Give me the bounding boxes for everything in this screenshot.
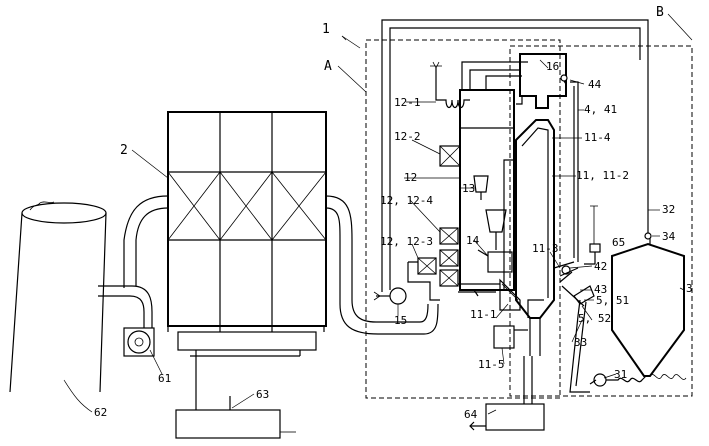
valve-42-43: [553, 261, 595, 307]
label-33: 33: [574, 336, 587, 349]
top-duct: [461, 61, 528, 90]
label-3: 3: [686, 282, 693, 295]
fan-61: [123, 327, 155, 357]
label-12-1: 12-1: [394, 96, 421, 109]
flue-to-chimney: [98, 285, 153, 330]
baghouse-2: [167, 111, 327, 410]
label-13: 13: [462, 182, 475, 195]
duct-left: [123, 195, 169, 288]
valve-44: [560, 74, 568, 82]
label-B: B: [656, 5, 664, 20]
label-43: 43: [594, 283, 607, 296]
label-11-3: 11-3: [532, 242, 559, 255]
label-15: 15: [394, 314, 407, 327]
label-12-3: 12, 12-3: [380, 235, 433, 248]
ash-tank-63: [175, 396, 296, 439]
boundary-B: [509, 45, 693, 397]
label-64: 64: [464, 408, 478, 421]
duct-right: [325, 195, 424, 335]
ash-tank-64: [469, 356, 545, 431]
unit-16: [516, 53, 567, 109]
label-12-4: 12, 12-4: [380, 194, 433, 207]
label-16: 16: [546, 60, 559, 73]
label-12-2: 12-2: [394, 130, 421, 143]
boundary-A: [365, 39, 561, 399]
label-12: 12: [404, 171, 417, 184]
label-14: 14: [466, 234, 480, 247]
label-65: 65: [612, 236, 625, 249]
line-33: [569, 299, 590, 393]
label-42: 42: [594, 260, 607, 273]
label-62: 62: [94, 406, 107, 419]
label-31: 31: [614, 368, 627, 381]
label-44: 44: [588, 78, 602, 91]
label-5-52: 5, 52: [578, 312, 611, 325]
label-1: 1: [322, 22, 330, 37]
recirculation-pipe: [381, 19, 649, 292]
reactor-11: [493, 119, 555, 356]
label-11-2: 11, 11-2: [576, 169, 629, 182]
label-63: 63: [256, 388, 269, 401]
label-5-51: 5, 51: [596, 294, 629, 307]
label-11-4: 11-4: [584, 131, 611, 144]
meter-65: [589, 243, 601, 253]
chimney: [9, 201, 107, 393]
label-32: 32: [662, 203, 675, 216]
cyclone-13: [473, 175, 507, 250]
valve-34: [644, 232, 652, 240]
label-A: A: [324, 59, 332, 74]
label-4-41: 4, 41: [584, 103, 617, 116]
label-11-5: 11-5: [478, 358, 505, 371]
pump-31: [589, 373, 687, 387]
leader-lines: [63, 13, 693, 415]
label-2: 2: [120, 143, 128, 158]
label-61: 61: [158, 372, 171, 385]
fan-15: [373, 287, 407, 305]
label-34: 34: [662, 230, 676, 243]
label-11-1: 11-1: [470, 308, 497, 321]
hopper-14: [487, 251, 513, 273]
heat-recovery-unit-12: [407, 61, 515, 301]
